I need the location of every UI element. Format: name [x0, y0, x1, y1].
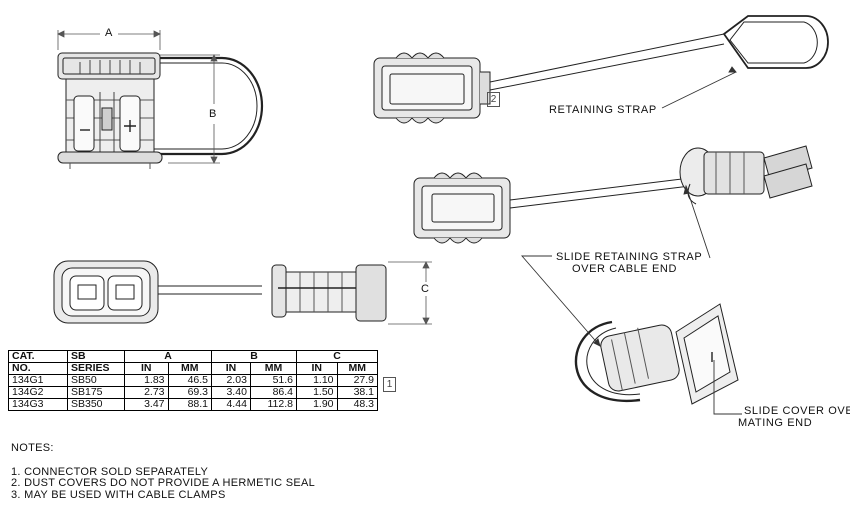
slide-cover-label-1: SLIDE COVER OVER [744, 405, 850, 417]
cell-c-mm: 38.1 [336, 386, 378, 399]
header-series-2: SERIES [67, 362, 125, 375]
retaining-strap-label: RETAINING STRAP [549, 104, 657, 116]
cell-series: SB50 [67, 374, 125, 387]
header-b: B [211, 350, 297, 363]
header-a-mm: MM [167, 362, 212, 375]
table-row: 134G2 SB175 2.73 69.3 3.40 86.4 1.50 38.… [8, 386, 378, 399]
header-c-mm: MM [336, 362, 378, 375]
cell-b-in: 4.44 [211, 398, 251, 411]
dimension-b [160, 54, 220, 164]
note-ref-1: 1 [383, 377, 396, 392]
end-view [53, 260, 262, 324]
cell-a-mm: 69.3 [167, 386, 212, 399]
dim-c-label: C [421, 283, 430, 295]
header-c-in: IN [296, 362, 338, 375]
header-a-in: IN [124, 362, 169, 375]
assembled-view [574, 303, 739, 405]
cell-c-in: 1.50 [296, 386, 338, 399]
cell-b-mm: 112.8 [249, 398, 298, 411]
cell-a-mm: 46.5 [167, 374, 212, 387]
note-item: 2. DUST COVERS DO NOT PROVIDE A HERMETIC… [11, 477, 316, 489]
header-a: A [124, 350, 212, 363]
leader-lines [521, 66, 742, 415]
header-b-mm: MM [249, 362, 298, 375]
header-b-in: IN [211, 362, 251, 375]
slide-strap-label-1: SLIDE RETAINING STRAP [556, 251, 703, 263]
dimension-table: CAT. SB A B C NO. SERIES IN MM IN MM IN … [8, 350, 378, 411]
slide-strap-label-2: OVER CABLE END [572, 263, 677, 275]
cell-a-in: 2.73 [124, 386, 169, 399]
cell-b-mm: 51.6 [249, 374, 298, 387]
note-item: 3. MAY BE USED WITH CABLE CLAMPS [11, 488, 226, 501]
cell-b-in: 3.40 [211, 386, 251, 399]
cover-with-strap [373, 15, 829, 124]
cell-b-mm: 86.4 [249, 386, 298, 399]
cell-c-in: 1.10 [296, 374, 338, 387]
cell-a-in: 1.83 [124, 374, 169, 387]
table-header-row: CAT. SB A B C [8, 350, 378, 363]
table-row: 134G1 SB50 1.83 46.5 2.03 51.6 1.10 27.9 [8, 374, 378, 387]
cell-a-in: 3.47 [124, 398, 169, 411]
cover-with-connector [413, 145, 813, 244]
note-ref-2: 2 [487, 92, 500, 107]
note-item: 1. CONNECTOR SOLD SEPARATELY [11, 465, 209, 478]
cell-cat: 134G1 [8, 374, 68, 387]
cell-b-in: 2.03 [211, 374, 251, 387]
cell-a-mm: 88.1 [167, 398, 212, 411]
side-view [271, 261, 432, 325]
cell-cat: 134G2 [8, 386, 68, 399]
cell-c-mm: 27.9 [336, 374, 378, 387]
header-cat: CAT. [8, 350, 68, 363]
table-row: 134G3 SB350 3.47 88.1 4.44 112.8 1.90 48… [8, 398, 378, 411]
dim-a-label: A [105, 27, 113, 39]
dim-b-label: B [209, 108, 217, 120]
slide-cover-label-2: MATING END [738, 417, 813, 429]
front-view [57, 30, 264, 169]
header-no: NO. [8, 362, 68, 375]
dimension-c [388, 261, 432, 325]
header-c: C [296, 350, 378, 363]
cell-series: SB350 [67, 398, 125, 411]
notes-block: NOTES: 1. CONNECTOR SOLD SEPARATELY 2. D… [11, 442, 316, 501]
notes-title: NOTES: [11, 442, 54, 454]
cell-series: SB175 [67, 386, 125, 399]
table-subheader-row: NO. SERIES IN MM IN MM IN MM [8, 362, 378, 375]
dimension-a [57, 30, 161, 50]
header-series: SB [67, 350, 125, 363]
cell-cat: 134G3 [8, 398, 68, 411]
cell-c-mm: 48.3 [336, 398, 378, 411]
cell-c-in: 1.90 [296, 398, 338, 411]
